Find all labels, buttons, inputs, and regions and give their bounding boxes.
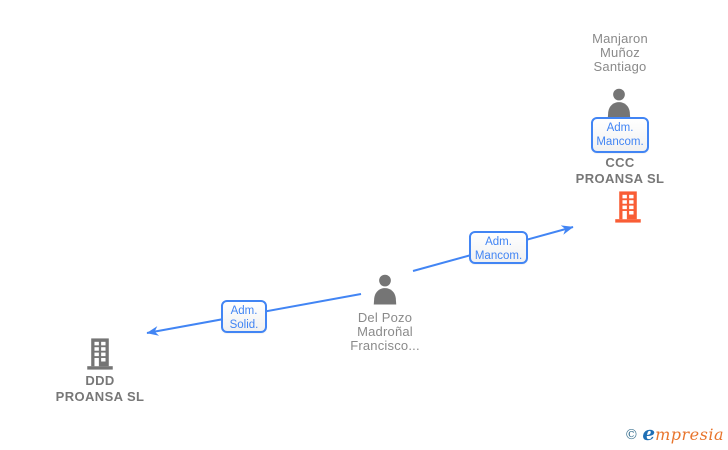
brand-initial: e <box>642 421 656 445</box>
node-label-line: CCC <box>605 155 635 170</box>
edge-label-line: Solid. <box>229 319 259 331</box>
edge-label-line: Adm. <box>230 305 258 317</box>
node-ddd-proansa[interactable] <box>83 337 117 371</box>
node-label-ddd-proansa: DDD PROANSA SL <box>30 373 170 405</box>
node-label-ccc-proansa: CCC PROANSA SL <box>550 155 690 187</box>
person-icon <box>607 88 631 119</box>
edge-label-line: Mancom. <box>474 250 523 262</box>
node-manjaron[interactable] <box>600 86 638 124</box>
edge-label-delpozo-ddd[interactable]: Adm. Solid. <box>221 300 267 333</box>
edge-label-line: Adm. <box>485 236 512 248</box>
node-ccc-proansa[interactable] <box>611 190 645 224</box>
edge-label-line: Mancom. <box>596 136 644 148</box>
node-label-line: PROANSA SL <box>55 389 145 404</box>
node-label-line: Francisco... <box>350 338 420 353</box>
node-delpozo[interactable] <box>366 272 404 310</box>
node-label-line: DDD <box>85 373 115 388</box>
node-label-line: PROANSA SL <box>575 171 665 186</box>
node-label-line: Santiago <box>593 59 647 74</box>
building-icon <box>615 191 641 223</box>
node-label-delpozo: Del Pozo Madroñal Francisco... <box>315 311 455 353</box>
building-icon <box>87 338 113 370</box>
edge-label-line: Adm. <box>606 122 634 134</box>
person-icon <box>373 274 397 305</box>
node-label-line: Manjaron <box>592 31 648 46</box>
node-label-line: Madroñal <box>357 324 413 339</box>
brand-text: mpresia <box>655 425 724 444</box>
edge-label-delpozo-ccc[interactable]: Adm. Mancom. <box>469 231 528 264</box>
node-label-manjaron: Manjaron Muñoz Santiago <box>550 32 690 74</box>
node-label-line: Del Pozo <box>357 310 413 325</box>
node-label-line: Muñoz <box>599 45 641 60</box>
empresia-logo[interactable]: ©empresia <box>624 421 724 445</box>
edge-label-manjaron-ccc[interactable]: Adm. Mancom. <box>591 117 649 153</box>
copyright-icon: © <box>624 427 639 443</box>
